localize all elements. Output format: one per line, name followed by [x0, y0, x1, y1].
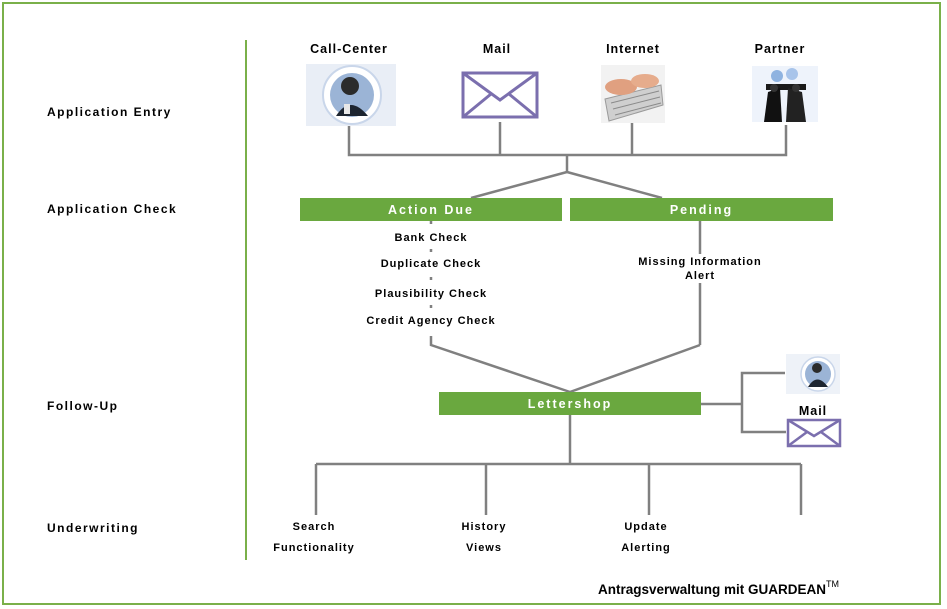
footer-text: Antragsverwaltung mit GUARDEAN — [598, 582, 827, 597]
stage-underwriting: Underwriting — [47, 521, 139, 535]
source-internet-label: Internet — [606, 42, 660, 56]
source-partner-label: Partner — [754, 42, 806, 56]
source-mail-label: Mail — [482, 42, 512, 56]
underwriting-item-line2: Alerting — [621, 542, 671, 554]
envelope-icon — [461, 71, 539, 119]
check-item: Plausibility Check — [311, 288, 551, 300]
keyboard-hands-icon — [601, 65, 665, 123]
footer-caption: Antragsverwaltung mit GUARDEANTM — [598, 579, 840, 597]
underwriting-item-search: Search Functionality — [244, 517, 384, 559]
stage-application-check: Application Check — [47, 202, 178, 216]
person-headset-icon — [306, 64, 396, 126]
pending-bar: Pending — [570, 198, 833, 221]
pending-item-line1: Missing Information — [580, 256, 820, 268]
check-item: Duplicate Check — [311, 258, 551, 270]
action-due-bar: Action Due — [300, 198, 562, 221]
stage-application-entry: Application Entry — [47, 105, 172, 119]
person-headset-icon — [786, 354, 840, 394]
pending-item-line2: Alert — [580, 270, 820, 282]
check-item: Credit Agency Check — [311, 315, 551, 327]
stage-divider — [245, 40, 247, 560]
underwriting-item-update: Update Alerting — [576, 517, 716, 559]
follow-up-mail-label: Mail — [798, 404, 828, 418]
underwriting-item-line2: Views — [466, 542, 502, 554]
underwriting-item-history: History Views — [414, 517, 554, 559]
source-call-center-label: Call-Center — [310, 42, 388, 56]
underwriting-item-line2: Functionality — [273, 542, 355, 554]
underwriting-item-line1: Search — [292, 521, 336, 533]
stage-follow-up: Follow-Up — [47, 399, 119, 413]
lettershop-bar: Lettershop — [439, 392, 701, 415]
underwriting-item-line1: History — [461, 521, 507, 533]
businessmen-icon — [752, 66, 818, 122]
envelope-icon — [786, 418, 842, 448]
check-item: Bank Check — [311, 232, 551, 244]
trademark-mark: TM — [826, 579, 840, 589]
underwriting-item-line1: Update — [624, 521, 668, 533]
